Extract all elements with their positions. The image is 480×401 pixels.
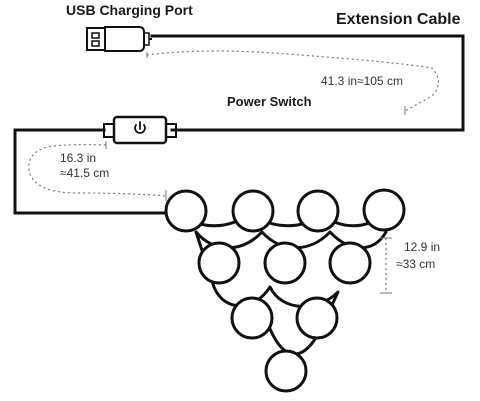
light-bulb-icon — [197, 241, 241, 285]
light-bulb-icon — [328, 241, 372, 285]
light-spacing-measure: 12.9 in ≈33 cm — [380, 237, 440, 294]
switch-to-lights-inches: 16.3 in — [60, 151, 96, 165]
extension-cable-label: Extension Cable — [336, 11, 461, 28]
light-bulb-icon — [263, 241, 307, 285]
light-bulb-icon — [164, 189, 208, 233]
light-bulb-icon — [230, 296, 274, 340]
switch-to-lights-cable-line — [13, 128, 168, 215]
light-bulb-icon — [296, 189, 340, 233]
extension-length-centimeters: ≈105 cm — [357, 74, 403, 88]
usb-connector-icon — [86, 26, 152, 52]
light-bulb-icon — [231, 189, 275, 233]
extension-length-measure: 41.3 in ≈105 cm — [146, 50, 440, 115]
power-switch[interactable] — [103, 115, 177, 145]
light-bulb-icon — [362, 188, 406, 232]
light-spacing-inches: 12.9 in — [404, 240, 440, 254]
light-bulb-icon — [295, 296, 339, 340]
extension-cable-line — [150, 34, 465, 132]
switch-to-lights-centimeters: ≈41.5 cm — [60, 166, 109, 180]
power-switch-label: Power Switch — [227, 94, 312, 109]
switch-to-lights-measure: 16.3 in ≈41.5 cm — [28, 141, 167, 201]
power-button-icon — [134, 121, 146, 134]
usb-port-label: USB Charging Port — [66, 2, 193, 18]
light-bulb-icon — [264, 349, 308, 393]
light-spacing-centimeters: ≈33 cm — [396, 257, 435, 271]
extension-length-inches: 41.3 in — [321, 74, 357, 88]
